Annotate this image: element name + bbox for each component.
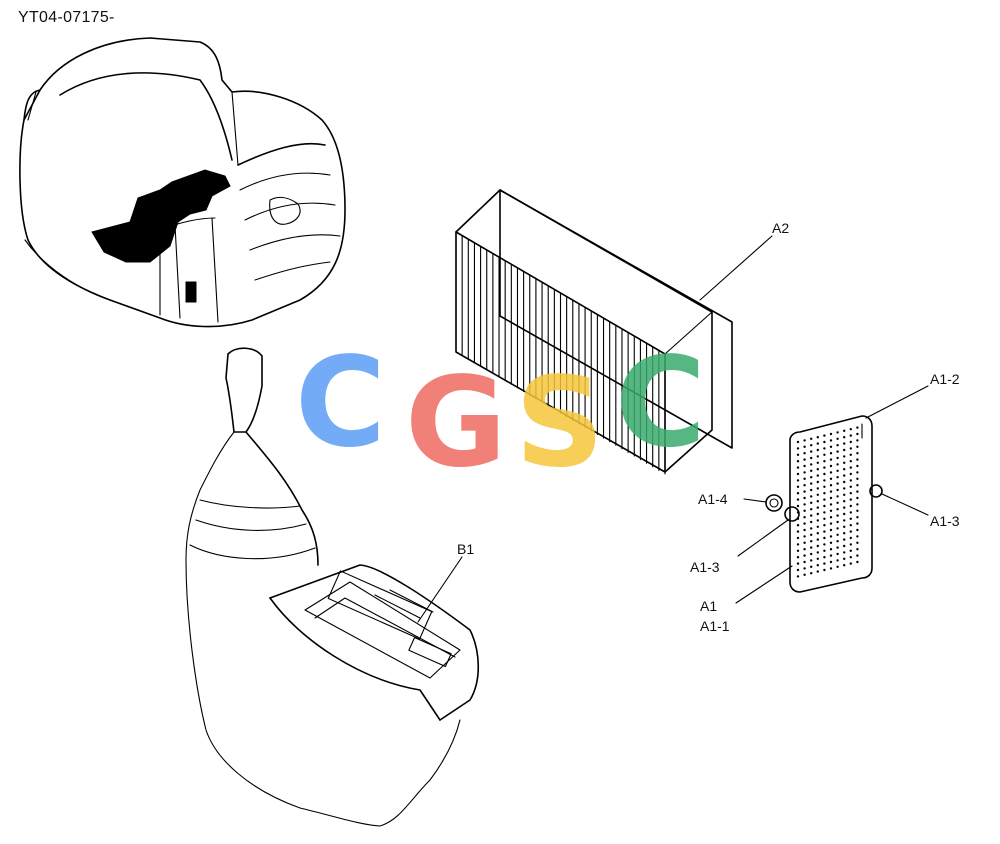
document-id: YT04-07175- <box>18 9 115 26</box>
watermark-letter-c1: C <box>295 331 386 475</box>
callout-a2: A2 <box>772 220 789 236</box>
watermark-letter-s: S <box>515 351 604 495</box>
callout-labels: A2 A1-2 A1-4 A1-3 A1-3 A1 A1-1 B1 <box>457 220 960 634</box>
watermark: C G S C <box>295 331 706 495</box>
pre-filter-panel-a1 <box>765 415 883 593</box>
leader-lines <box>417 235 929 623</box>
joystick-console-b1 <box>185 347 480 827</box>
callout-a1-3-right: A1-3 <box>930 513 960 529</box>
operator-cab-illustration <box>19 37 346 328</box>
callout-a1-1: A1-1 <box>700 618 730 634</box>
callout-b1: B1 <box>457 541 474 557</box>
watermark-letter-g: G <box>405 351 507 495</box>
callout-a1: A1 <box>700 598 717 614</box>
watermark-letter-c2: C <box>615 331 706 475</box>
callout-a1-2: A1-2 <box>930 371 960 387</box>
callout-a1-4: A1-4 <box>698 491 728 507</box>
callout-a1-3-left: A1-3 <box>690 559 720 575</box>
air-filter-a2 <box>455 189 733 475</box>
